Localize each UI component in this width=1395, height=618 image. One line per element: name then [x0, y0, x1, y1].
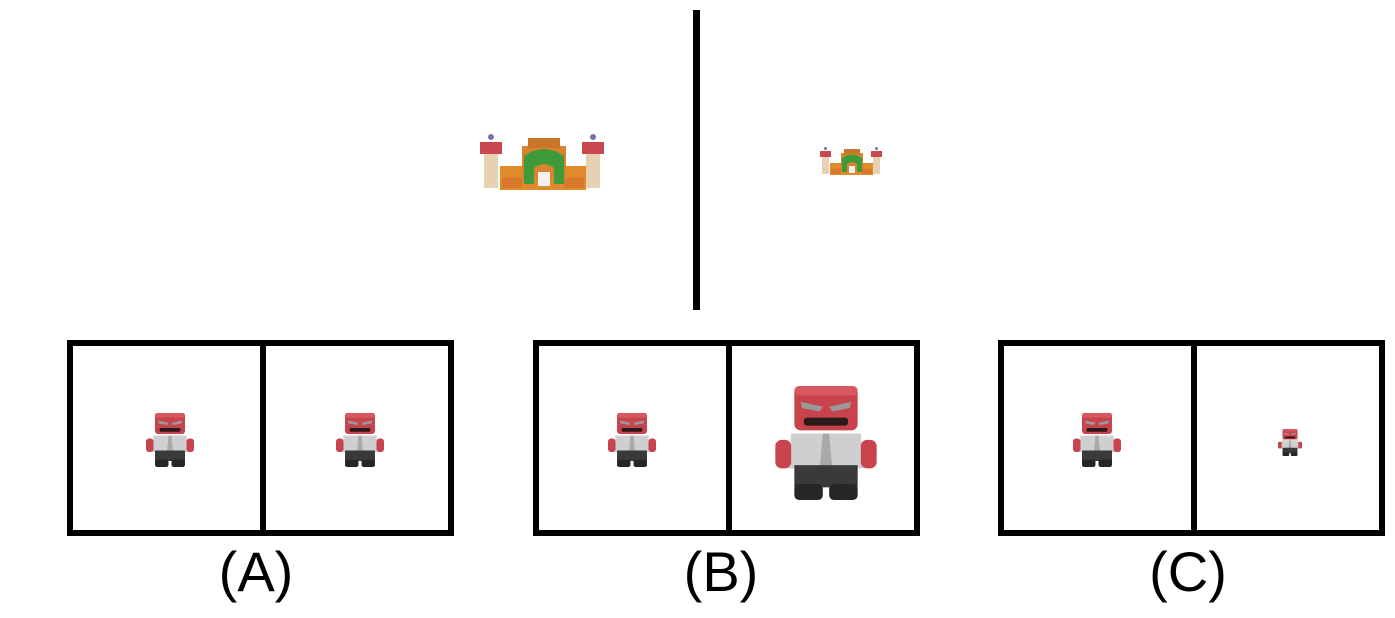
- toy-castle-icon: [480, 134, 604, 190]
- panel-divider: [726, 346, 732, 530]
- option-a-label: (A): [218, 540, 294, 603]
- anger-character-icon: [775, 386, 877, 500]
- anger-character-icon: [146, 413, 194, 467]
- panel-divider: [1191, 346, 1197, 530]
- option-c-label: (C): [1149, 540, 1227, 603]
- anger-character-icon: [336, 413, 384, 467]
- vertical-divider: [693, 10, 700, 310]
- panel-divider: [260, 346, 266, 530]
- option-b-panel[interactable]: [533, 340, 920, 536]
- reference-pair: [480, 10, 882, 310]
- option-a-panel[interactable]: [67, 340, 454, 536]
- option-b-label: (B): [683, 540, 759, 603]
- anger-character-icon: [608, 413, 656, 467]
- toy-castle-icon: [820, 147, 882, 175]
- option-c-panel[interactable]: [998, 340, 1385, 536]
- anger-character-icon: [1278, 429, 1302, 456]
- anger-character-icon: [1073, 413, 1121, 467]
